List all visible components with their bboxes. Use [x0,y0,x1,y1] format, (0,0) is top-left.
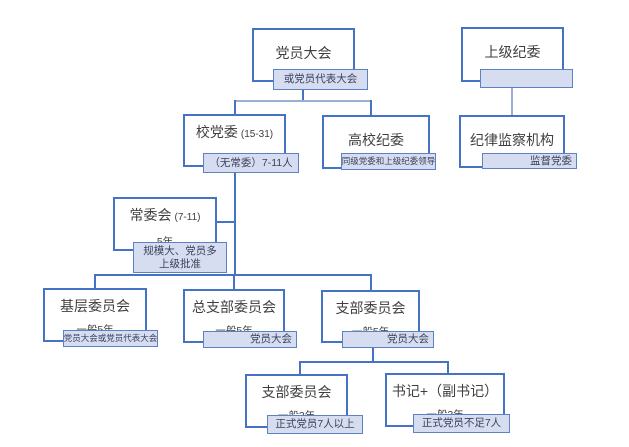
node-title: 常委会 [129,207,172,223]
connector-standing-committee [216,221,236,223]
subtag-label: 同级党委和上级纪委领导 [341,156,436,166]
node-title: 校党委 [195,124,238,140]
subtag-label-line2: 上级批准 [159,257,201,270]
subtag-label-line1: 规模大、党员多 [143,244,217,257]
subtag-label: 党员大会 [250,333,292,345]
node-title: 党员大会 [275,45,332,61]
node-title: 支部委员会 [261,384,332,400]
subtag-label: 正式党员不足7人 [421,417,502,429]
connector-branch-horizontal [299,361,449,363]
subtag-discipline-supervision[interactable]: 监督党委 [482,153,577,169]
subtag-secretary[interactable]: 正式党员不足7人 [413,414,510,433]
node-title-note: (15-31) [240,129,274,140]
connector-drop-grassroots [94,274,96,289]
subtag-university-cdi[interactable]: 同级党委和上级纪委领导 [341,153,436,170]
node-title: 书记+（副书记） [391,383,499,399]
subtag-grassroots-committee[interactable]: 党员大会或党员代表大会 [63,330,158,347]
subtag-label: 党员大会或党员代表大会 [63,333,158,343]
connector-congress-stub [302,90,304,101]
node-title: 高校纪委 [348,132,404,148]
node-title: 纪律监察机构 [470,132,554,148]
connector-main-vertical [234,172,236,276]
connector-drop-branch-lower [299,361,301,375]
connector-drop-school [234,100,236,115]
subtag-standing-committee[interactable]: 规模大、党员多 上级批准 [133,242,227,273]
node-title: 总支部委员会 [192,299,276,315]
subtag-branch-committee-lower[interactable]: 正式党员7人以上 [267,415,363,434]
subtag-general-branch-committee[interactable]: 党员大会 [203,331,297,348]
subtag-label: （无常委）7-11人 [209,156,293,169]
subtag-label: 监督党委 [530,154,572,167]
connector-drop-branch [370,274,372,291]
subtag-party-congress[interactable]: 或党员代表大会 [273,69,368,90]
connector-superior-cdi-vert [511,88,513,116]
subtag-school-party-committee[interactable]: （无常委）7-11人 [203,153,299,173]
subtag-label: 党员大会 [387,333,429,345]
subtag-label: 正式党员7人以上 [275,418,355,430]
node-title: 上级纪委 [484,44,541,60]
connector-drop-secretary [447,361,449,374]
node-title: 基层委员会 [60,298,130,314]
connector-drop-university-cdi [370,100,372,116]
subtag-label: 或党员代表大会 [283,73,358,85]
subtag-branch-committee[interactable]: 党员大会 [342,331,434,348]
connector-congress-horizontal [234,100,372,102]
node-title-note: (7-11) [174,212,201,223]
connector-branch-stub [372,347,374,363]
node-title: 支部委员会 [335,300,406,316]
subtag-superior-cdi-empty[interactable] [480,69,573,88]
connector-drop-general-branch [233,274,235,290]
